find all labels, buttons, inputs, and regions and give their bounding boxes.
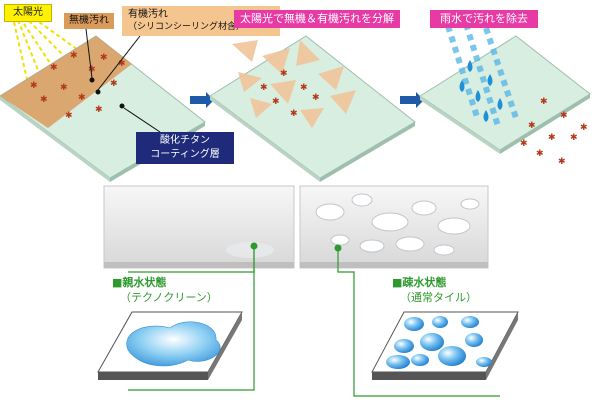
svg-text:✱: ✱	[570, 133, 578, 143]
svg-text:✱: ✱	[100, 53, 108, 63]
svg-text:✱: ✱	[560, 111, 568, 121]
hydrophobic-tile-photo	[299, 185, 489, 269]
hydrophilic-title: ■親水状態	[112, 276, 167, 289]
svg-text:✱: ✱	[580, 123, 588, 133]
svg-text:✱: ✱	[118, 59, 126, 69]
hydrophilic-tile-photo	[103, 185, 295, 269]
svg-text:✱: ✱	[88, 65, 96, 75]
sun-label: 太陽光	[4, 4, 52, 22]
svg-text:✱: ✱	[540, 97, 548, 107]
hydrophobic-subtitle: （通常タイル）	[400, 291, 477, 304]
connector-dot-left	[250, 242, 258, 250]
svg-text:✱: ✱	[110, 79, 118, 89]
svg-text:✱: ✱	[528, 121, 536, 131]
inorganic-dirt-label: 無機汚れ	[64, 13, 114, 29]
hydrophobic-surface-illustration	[371, 311, 519, 380]
pointer-dots	[89, 77, 125, 109]
step-2-label: 太陽光で無機＆有機汚れを分解	[234, 10, 400, 28]
svg-text:✱: ✱	[290, 109, 298, 119]
svg-text:✱: ✱	[40, 95, 48, 105]
svg-text:✱: ✱	[548, 133, 556, 143]
svg-text:✱: ✱	[70, 51, 78, 61]
svg-text:✱: ✱	[536, 149, 544, 159]
panel-2-decomposition-fragments	[232, 40, 356, 128]
svg-text:✱: ✱	[60, 83, 68, 93]
green-connector-lines	[128, 246, 500, 397]
label-pointers	[85, 28, 161, 133]
organic-dirt-title: 有機汚れ	[128, 9, 168, 20]
svg-text:✱: ✱	[95, 105, 103, 115]
svg-text:✱: ✱	[260, 83, 268, 93]
step-3-label: 雨水で汚れを除去	[430, 10, 538, 28]
connector-dot-right	[334, 244, 342, 252]
hydrophilic-subtitle: （テクノクリーン）	[120, 291, 218, 304]
svg-text:✱: ✱	[272, 97, 280, 107]
svg-text:✱: ✱	[65, 111, 73, 121]
hydrophilic-surface-illustration	[97, 311, 243, 380]
svg-text:✱: ✱	[300, 83, 308, 93]
washed-dirt-particles: ✱✱✱ ✱✱✱ ✱✱✱	[520, 97, 588, 167]
arrow-right-2	[400, 92, 424, 108]
tio2-line-1: 酸化チタン	[160, 135, 210, 146]
svg-text:✱: ✱	[78, 93, 86, 103]
svg-text:✱: ✱	[520, 139, 528, 149]
svg-text:✱: ✱	[50, 63, 58, 73]
organic-dirt-note: （シリコンシーリング材含）	[128, 22, 246, 32]
rain-drops	[459, 60, 503, 122]
panel-2-surface	[209, 35, 416, 182]
panel-1-dirt-particles: ✱✱✱ ✱✱✱ ✱✱✱ ✱✱✱	[30, 51, 126, 121]
svg-text:✱: ✱	[558, 157, 566, 167]
hydrophobic-title: ■疎水状態	[392, 276, 447, 289]
svg-text:✱: ✱	[312, 93, 320, 103]
panel-2-dirt-particles: ✱ ✱ ✱ ✱ ✱ ✱	[260, 69, 320, 119]
svg-text:✱: ✱	[30, 81, 38, 91]
rain-streaks	[445, 23, 519, 127]
svg-text:✱: ✱	[280, 69, 288, 79]
panel-3-surface	[419, 35, 591, 154]
arrow-right-1	[190, 92, 214, 108]
tio2-coating-label: 酸化チタン コーティング層	[136, 132, 234, 164]
tio2-line-2: コーティング層	[150, 149, 220, 160]
